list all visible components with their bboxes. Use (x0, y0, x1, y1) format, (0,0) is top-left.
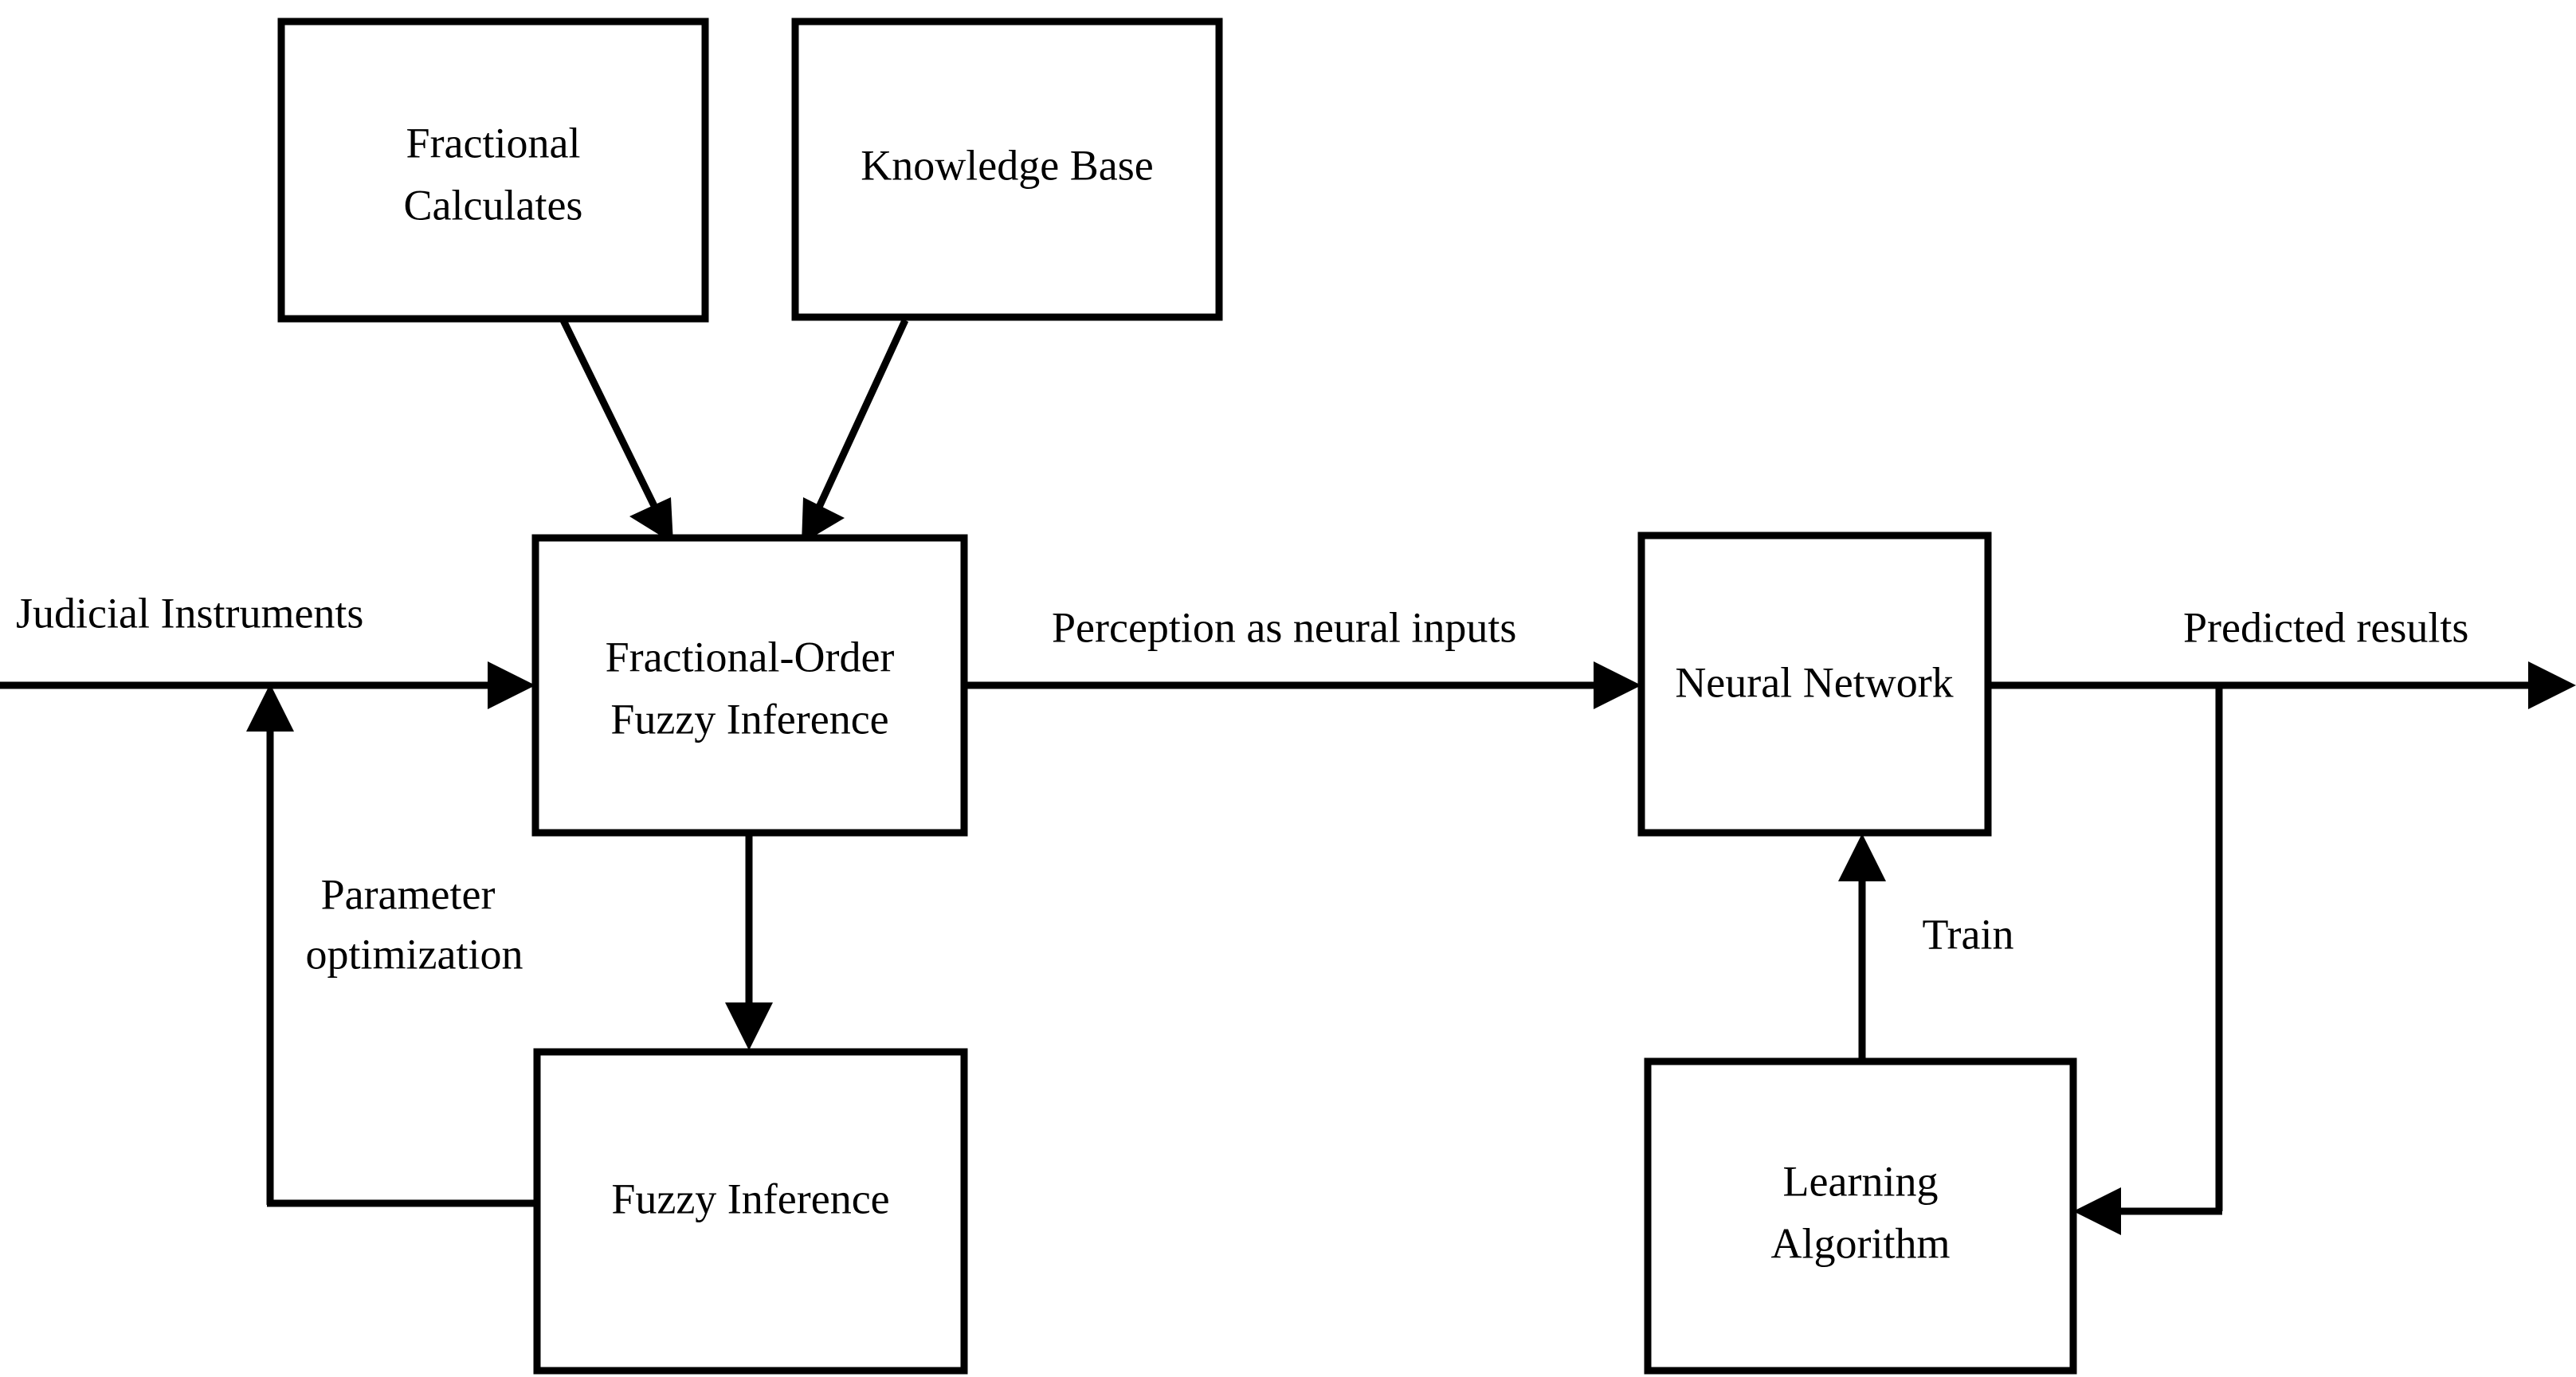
edge-learning-algorithm-to-neural-network (1838, 834, 1886, 1061)
node-fuzzy-inference[interactable]: Fuzzy Inference (533, 1048, 968, 1375)
node-learning-algorithm-label-line2: Algorithm (1771, 1219, 1951, 1267)
node-neural-network-label-line1: Neural Network (1675, 658, 1953, 706)
edge-fuzzy-inference-to-neural-network (964, 661, 1641, 709)
edge-fuzzy-inference-feedback (246, 684, 537, 1207)
edge-label-parameter-optimization-line2: optimization (306, 930, 523, 978)
node-fractional-calculates[interactable]: Fractional Calculates (277, 18, 709, 323)
edge-label-judicial-instruments: Judicial Instruments (16, 589, 363, 637)
node-fuzzy-inference-label-line1: Fuzzy Inference (611, 1175, 889, 1222)
node-fractional-calculates-label-line1: Fractional (406, 119, 581, 167)
node-fractional-order-fuzzy-inference-label-line1: Fractional-Order (606, 633, 895, 681)
edge-fuzzy-inference-to-fuzzy-inference-block (725, 833, 773, 1050)
edge-neural-network-to-output (1988, 661, 2576, 709)
edge-fractional-calculates-to-fuzzy-inference (559, 319, 673, 543)
node-learning-algorithm-label-line1: Learning (1783, 1157, 1939, 1205)
edge-label-predicted-results: Predicted results (2183, 603, 2468, 651)
edge-label-perception-as-neural-inputs: Perception as neural inputs (1052, 603, 1516, 651)
node-knowledge-base[interactable]: Knowledge Base (791, 18, 1223, 321)
edge-label-parameter-optimization-line1: Parameter (321, 870, 496, 918)
node-knowledge-base-label-line1: Knowledge Base (861, 141, 1153, 189)
edge-output-to-learning-algorithm (2073, 687, 2223, 1235)
edge-knowledge-base-to-fuzzy-inference (802, 319, 909, 543)
node-fractional-order-fuzzy-inference[interactable]: Fractional-Order Fuzzy Inference (531, 534, 968, 837)
edge-label-train: Train (1922, 910, 2013, 958)
node-learning-algorithm[interactable]: Learning Algorithm (1644, 1057, 2077, 1375)
edge-judicial-input-to-fuzzy-inference (0, 661, 535, 709)
node-neural-network[interactable]: Neural Network (1637, 532, 1992, 837)
node-fractional-calculates-label-line2: Calculates (404, 181, 583, 229)
node-fractional-order-fuzzy-inference-label-line2: Fuzzy Inference (610, 695, 888, 743)
